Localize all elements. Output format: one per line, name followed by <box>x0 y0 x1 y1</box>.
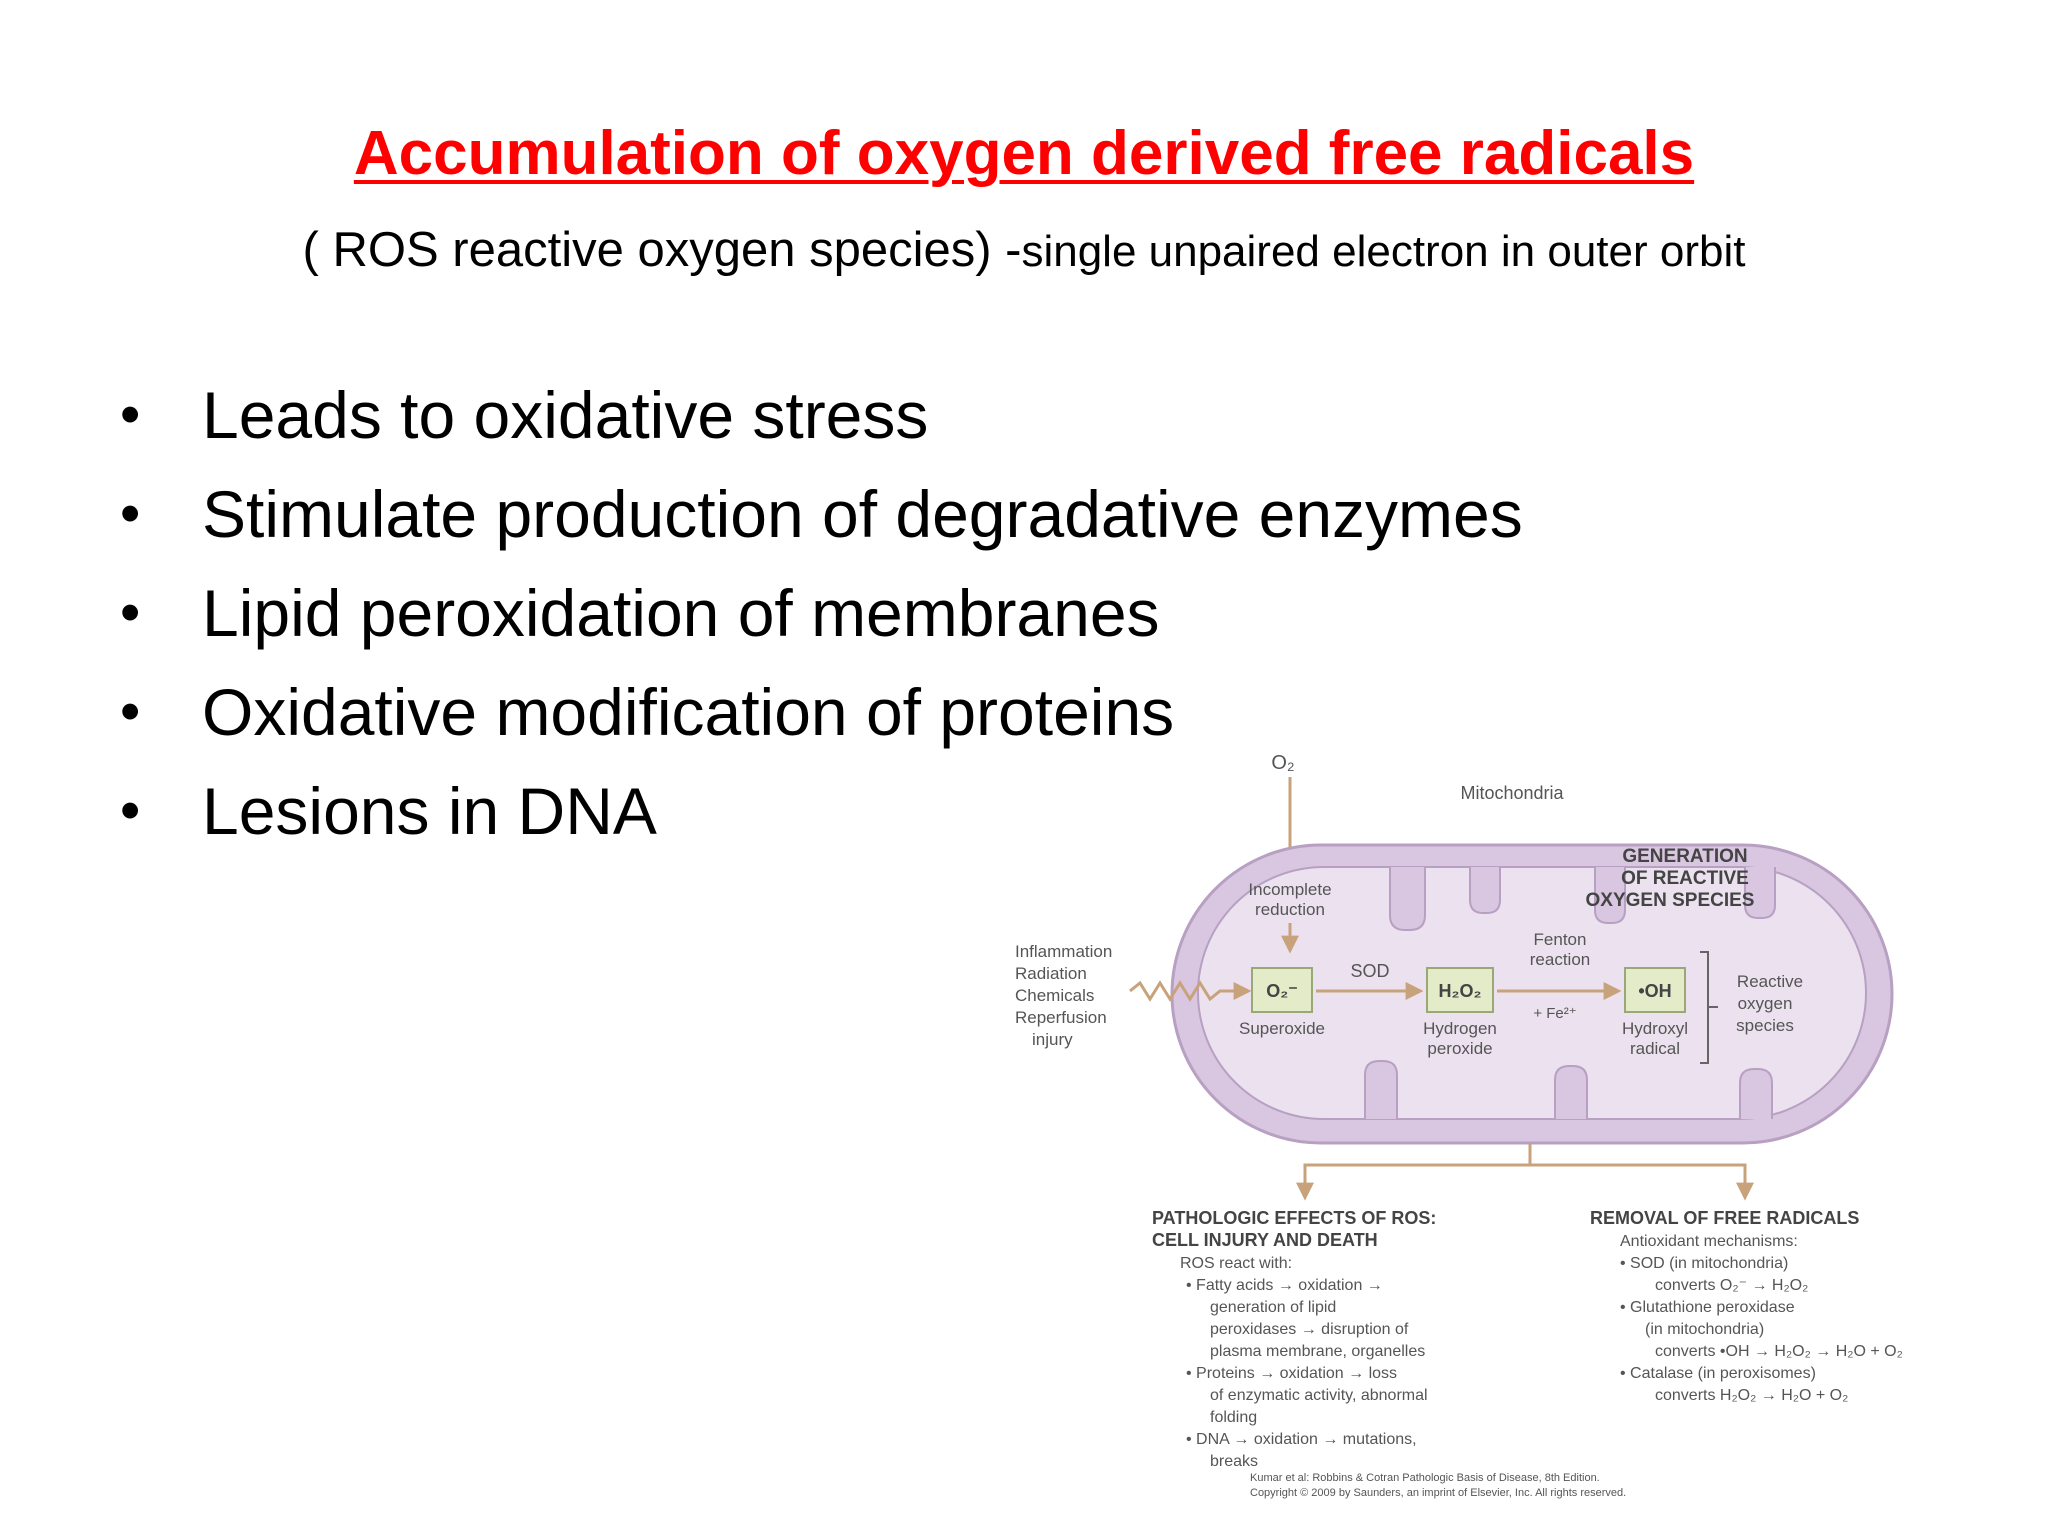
bullet-item: • Lipid peroxidation of membranes <box>120 568 1523 667</box>
fenton-label: Fenton <box>1534 930 1587 949</box>
hydroxyl-label: Hydroxyl <box>1622 1019 1688 1038</box>
h2o2-formula: H₂O₂ <box>1439 981 1482 1001</box>
pathologic-line: of enzymatic activity, abnormal <box>1210 1387 1428 1404</box>
pathologic-heading: PATHOLOGIC EFFECTS OF ROS: <box>1152 1208 1436 1228</box>
bullet-dot: • <box>120 382 141 447</box>
removal-line: • SOD (in mitochondria) <box>1620 1255 1788 1272</box>
pathologic-line: folding <box>1210 1409 1257 1426</box>
subtitle-detail: single unpaired electron in outer orbit <box>1021 227 1746 276</box>
fe-label: + Fe²⁺ <box>1533 1005 1576 1022</box>
mitochondrion <box>1170 843 1894 1145</box>
h2o2-label: peroxide <box>1427 1039 1492 1058</box>
superoxide-label: Superoxide <box>1239 1019 1325 1038</box>
mitochondria-label: Mitochondria <box>1460 783 1564 803</box>
slide-title: Accumulation of oxygen derived free radi… <box>353 119 1695 188</box>
pathologic-line: ROS react with: <box>1180 1255 1292 1272</box>
slide-subtitle: ( ROS reactive oxygen species) -single u… <box>0 222 2048 278</box>
removal-line: • Catalase (in peroxisomes) <box>1620 1365 1816 1382</box>
ros-diagram: O₂ Mitochondria GENERATION OF REACTIVE O… <box>1015 752 1903 1499</box>
bullet-item: • Lesions in DNA <box>120 766 1523 865</box>
bullet-list: • Leads to oxidative stress • Stimulate pr… <box>120 370 1523 865</box>
crista <box>1744 867 1776 919</box>
incomplete-reduction-label: Incomplete <box>1248 880 1331 899</box>
pathologic-effects-block: PATHOLOGIC EFFECTS OF ROS: CELL INJURY A… <box>1152 1208 1436 1470</box>
crista <box>1364 1060 1398 1119</box>
removal-line: Antioxidant mechanisms: <box>1620 1233 1798 1250</box>
hydroxyl-box <box>1624 967 1686 1013</box>
bullet-text: Stimulate production of degradative enzy… <box>202 477 1523 551</box>
bullet-text: Leads to oxidative stress <box>202 378 929 452</box>
bullet-text: Oxidative modification of proteins <box>202 675 1175 749</box>
bullet-dot: • <box>120 778 141 843</box>
removal-line: • Glutathione peroxidase <box>1620 1299 1795 1316</box>
ros-bracket-label: oxygen <box>1738 994 1793 1013</box>
bullet-text: Lipid peroxidation of membranes <box>202 576 1160 650</box>
superoxide-box <box>1251 967 1313 1013</box>
pathologic-line: generation of lipid <box>1210 1299 1336 1316</box>
removal-line: converts H₂O₂ → H₂O + O₂ <box>1655 1387 1848 1404</box>
h2o2-box <box>1426 967 1494 1013</box>
incomplete-reduction-label: reduction <box>1255 900 1325 919</box>
generation-heading-line: OF REACTIVE <box>1621 868 1749 889</box>
removal-line: converts O₂⁻ → H₂O₂ <box>1655 1277 1808 1294</box>
crista <box>1469 867 1501 914</box>
pathologic-line: breaks <box>1210 1453 1258 1470</box>
subtitle-main: ( ROS reactive oxygen species) - <box>302 223 1022 277</box>
pathologic-heading: CELL INJURY AND DEATH <box>1152 1230 1378 1250</box>
sod-label: SOD <box>1350 961 1389 981</box>
crista <box>1389 867 1426 931</box>
pathologic-line: plasma membrane, organelles <box>1210 1343 1425 1360</box>
generation-heading-line: GENERATION <box>1622 846 1747 867</box>
bullet-item: • Stimulate production of degradative enz… <box>120 469 1523 568</box>
wavy-arrow <box>1129 980 1252 1002</box>
cause-label: Inflammation <box>1015 942 1112 961</box>
pathologic-line: • Proteins → oxidation → loss <box>1186 1365 1397 1382</box>
bullet-item: • Oxidative modification of proteins <box>120 667 1523 766</box>
bullet-text: Lesions in DNA <box>202 774 657 848</box>
credit-line: Copyright © 2009 by Saunders, an imprint… <box>1250 1487 1626 1499</box>
branch-connector <box>1303 1143 1747 1195</box>
h2o2-label: Hydrogen <box>1423 1019 1497 1038</box>
ros-bracket-label: species <box>1736 1016 1794 1035</box>
crista <box>1554 1065 1588 1119</box>
causes-list: Inflammation Radiation Chemicals Reperfu… <box>1015 942 1112 1049</box>
bullet-dot: • <box>120 679 141 744</box>
pathologic-line: • DNA → oxidation → mutations, <box>1186 1431 1417 1448</box>
removal-line: (in mitochondria) <box>1645 1321 1764 1338</box>
mitochondrion-inner-membrane <box>1197 866 1867 1120</box>
cause-label: Reperfusion <box>1015 1008 1107 1027</box>
crista <box>1739 1068 1773 1119</box>
ros-bracket <box>1700 951 1718 1064</box>
bullet-item: • Leads to oxidative stress <box>120 370 1523 469</box>
superoxide-formula: O₂⁻ <box>1266 981 1298 1001</box>
hydroxyl-label: radical <box>1630 1039 1680 1058</box>
crista <box>1594 867 1626 924</box>
removal-heading: REMOVAL OF FREE RADICALS <box>1590 1208 1859 1228</box>
removal-line: converts •OH → H₂O₂ → H₂O + O₂ <box>1655 1343 1903 1360</box>
ros-bracket-label: Reactive <box>1737 972 1803 991</box>
bullet-dot: • <box>120 481 141 546</box>
pathologic-line: • Fatty acids → oxidation → <box>1186 1277 1383 1294</box>
removal-block: REMOVAL OF FREE RADICALS Antioxidant mec… <box>1590 1208 1903 1404</box>
pathologic-line: peroxidases → disruption of <box>1210 1321 1409 1338</box>
cause-label: injury <box>1032 1030 1073 1049</box>
bullet-dot: • <box>120 580 141 645</box>
hydroxyl-formula: •OH <box>1638 981 1671 1001</box>
o2-input-label: O₂ <box>1271 752 1294 774</box>
cause-label: Chemicals <box>1015 986 1094 1005</box>
cause-label: Radiation <box>1015 964 1087 983</box>
fenton-label: reaction <box>1530 950 1590 969</box>
credit-line: Kumar et al: Robbins & Cotran Pathologic… <box>1250 1472 1600 1484</box>
generation-heading-line: OXYGEN SPECIES <box>1586 890 1755 911</box>
